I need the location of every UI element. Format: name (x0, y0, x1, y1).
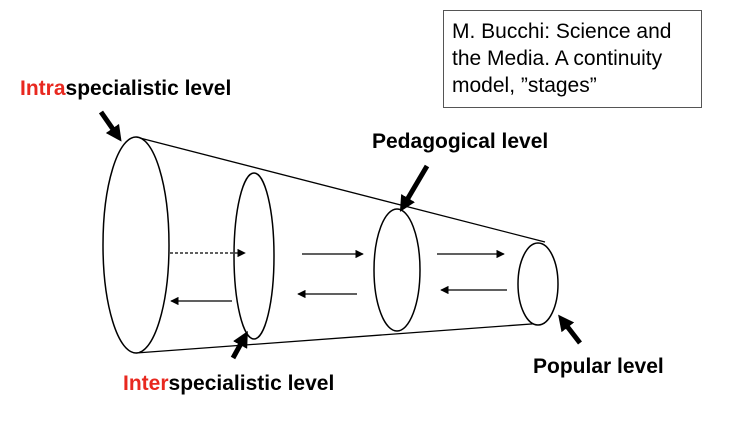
cone-bottom-edge (135, 322, 546, 354)
inter-prefix: Inter (123, 372, 169, 395)
cone-top-edge (135, 136, 546, 243)
citation-box: M. Bucchi: Science and the Media. A cont… (443, 10, 702, 108)
citation-line-3: model, ”stages” (452, 74, 597, 97)
intra-pointer-arrow (98, 110, 122, 142)
interspecialistic-stage-ellipse (233, 172, 275, 340)
citation-line-2: the Media. A continuity (452, 47, 663, 70)
inter-suffix: specialistic level (168, 372, 335, 395)
intra-prefix: Intra (20, 77, 66, 100)
popular-stage-ellipse (517, 242, 559, 326)
popular-level-label: Popular level (533, 355, 664, 378)
citation-line-1: M. Bucchi: Science and (452, 20, 672, 43)
popular-pointer-arrow (558, 314, 582, 345)
pedagogical-stage-ellipse (373, 208, 421, 332)
intra-suffix: specialistic level (65, 77, 232, 100)
pedagogical-pointer-arrow (399, 164, 430, 212)
interspecialistic-level-label: Interspecialistic level (123, 373, 334, 394)
intraspecialistic-stage-ellipse (102, 136, 170, 354)
intraspecialistic-level-label: Intraspecialistic level (20, 78, 231, 99)
inter-pointer-arrow (230, 330, 248, 360)
pedagogical-level-label: Pedagogical level (372, 130, 549, 153)
